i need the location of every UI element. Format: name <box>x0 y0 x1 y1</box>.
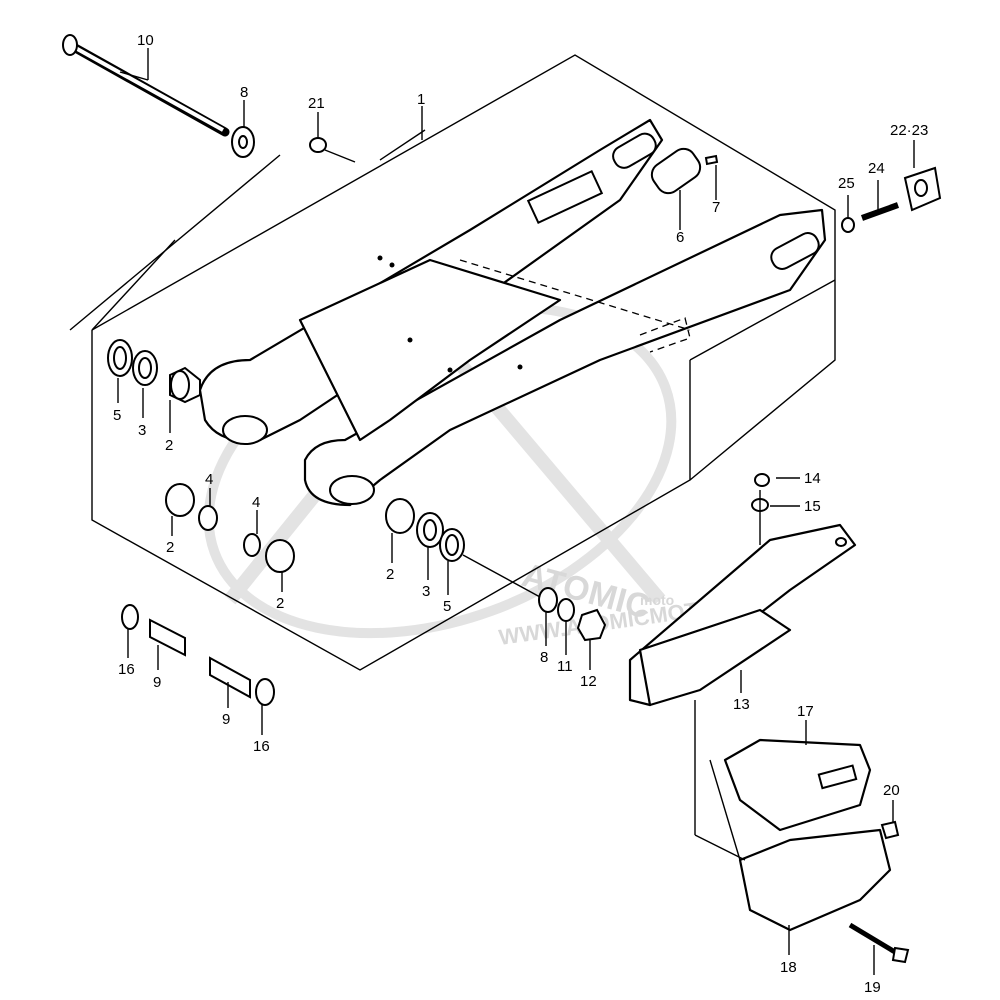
callout-21: 21 <box>308 95 325 112</box>
plate-6 <box>650 147 702 195</box>
callout-2-far: 2 <box>386 566 394 583</box>
callout-12: 12 <box>580 673 597 690</box>
swingarm-group-frame <box>69 54 836 671</box>
screw-7 <box>704 154 719 166</box>
callout-6: 6 <box>676 229 684 246</box>
callout-15: 15 <box>804 498 821 515</box>
callout-3-right: 3 <box>422 583 430 600</box>
screw-14 <box>754 473 770 487</box>
callout-13: 13 <box>733 696 750 713</box>
callout-14: 14 <box>804 470 821 487</box>
callout-20: 20 <box>883 782 900 799</box>
spacer-group <box>121 604 275 706</box>
callout-8-top: 8 <box>240 84 248 101</box>
callout-2-right: 2 <box>276 595 284 612</box>
nut-25 <box>841 217 855 233</box>
callout-11: 11 <box>557 658 573 675</box>
callout-4-left: 4 <box>205 471 213 488</box>
callout-16-left: 16 <box>118 661 135 678</box>
callout-5-left: 5 <box>113 407 121 424</box>
chain-slider <box>628 523 857 707</box>
axle-parts <box>538 587 607 642</box>
callout-22-23: 22·23 <box>890 122 928 139</box>
swingarm <box>198 118 827 507</box>
left-bearing-group <box>107 339 201 404</box>
callout-1: 1 <box>417 91 425 108</box>
callout-2-mid: 2 <box>166 539 174 556</box>
callout-16-right: 16 <box>253 738 270 755</box>
mid-bearing-group <box>165 483 295 573</box>
callout-4-mid: 4 <box>252 494 260 511</box>
callout-9-left: 9 <box>153 674 161 691</box>
callout-18: 18 <box>780 959 797 976</box>
bolt-20 <box>880 820 900 840</box>
watermark-sub: moto <box>640 592 674 608</box>
chain-guide <box>694 700 892 932</box>
callout-2-left: 2 <box>165 437 173 454</box>
callout-3-left: 3 <box>138 422 146 439</box>
callout-24: 24 <box>868 160 885 177</box>
callout-9-right: 9 <box>222 711 230 728</box>
adjuster-bolt <box>860 202 900 221</box>
callout-19: 19 <box>864 979 881 996</box>
bolt-19 <box>848 922 902 958</box>
callout-10: 10 <box>137 32 154 49</box>
pivot-bolt <box>62 34 230 137</box>
callout-25: 25 <box>838 175 855 192</box>
callout-17: 17 <box>797 703 814 720</box>
callout-5-right: 5 <box>443 598 451 615</box>
nut-21 <box>309 137 327 153</box>
callout-labels: 10 8 21 1 6 7 22·23 24 25 5 3 2 4 2 4 2 … <box>113 32 928 996</box>
leader-lines <box>117 48 915 975</box>
right-bearing-group <box>385 498 465 562</box>
callout-7: 7 <box>712 199 720 216</box>
callout-8-bottom: 8 <box>540 649 548 666</box>
